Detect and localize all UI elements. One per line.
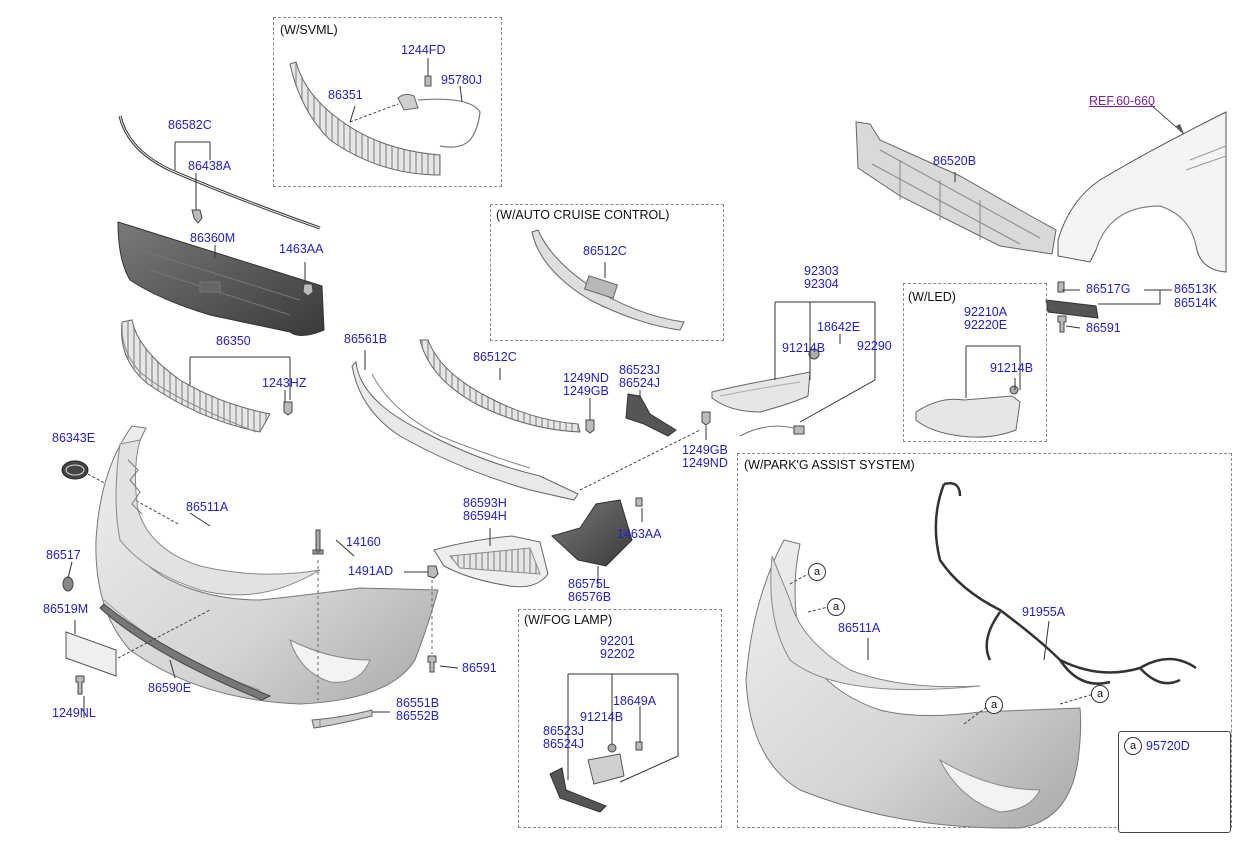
part-86350[interactable]: 86350	[216, 334, 251, 348]
svml-grille-drawing	[289, 61, 481, 176]
callout-a-2: a	[827, 598, 845, 616]
fog-lamp-bracket-drawing	[549, 767, 607, 813]
emblem-drawing	[61, 460, 89, 480]
part-86520B[interactable]: 86520B	[933, 154, 977, 168]
part-1491AD[interactable]: 1491AD	[348, 564, 394, 578]
fog-lamp-drawing	[587, 753, 625, 785]
auto-cruise-option-label: (W/AUTO CRUISE CONTROL)	[496, 208, 670, 222]
part-86438A[interactable]: 86438A	[188, 159, 232, 173]
part-86517[interactable]: 86517	[46, 548, 81, 562]
part-1249NL[interactable]: 1249NL	[52, 706, 96, 720]
part-86590E[interactable]: 86590E	[148, 681, 192, 695]
energy-absorber-drawing	[855, 121, 1057, 255]
part-92304[interactable]: 92304	[804, 277, 839, 291]
part-1249ND-b[interactable]: 1249ND	[682, 456, 728, 470]
part-86514K[interactable]: 86514K	[1174, 296, 1218, 310]
fog-bracket-drawing	[551, 499, 633, 567]
part-95720D[interactable]: 95720D	[1146, 739, 1190, 753]
fog-lamp-option-label: (W/FOG LAMP)	[524, 613, 613, 627]
park-assist-bumper-drawing	[745, 539, 1082, 829]
part-1249GB[interactable]: 1249GB	[563, 384, 609, 398]
part-86591[interactable]: 86591	[462, 661, 497, 675]
part-92303[interactable]: 92303	[804, 264, 839, 278]
auto-cruise-option-box	[490, 204, 724, 341]
part-86524J[interactable]: 86524J	[619, 376, 661, 390]
fog-lamp-option-box	[518, 609, 722, 828]
part-86575L[interactable]: 86575L	[568, 577, 610, 591]
part-1244FD[interactable]: 1244FD	[401, 43, 446, 57]
part-86519M[interactable]: 86519M	[43, 602, 89, 616]
wiring-harness-drawing	[934, 482, 1197, 685]
part-86511A[interactable]: 86511A	[186, 500, 229, 514]
legend-callout-a: a	[1124, 737, 1142, 755]
park-assist-option-label: (W/PARK'G ASSIST SYSTEM)	[744, 458, 915, 472]
part-91214B-fog[interactable]: 91214B	[580, 710, 624, 724]
part-91214B[interactable]: 91214B	[782, 341, 826, 355]
part-1243HZ[interactable]: 1243HZ	[262, 376, 307, 390]
part-86513K[interactable]: 86513K	[1174, 282, 1218, 296]
part-86582C[interactable]: 86582C	[168, 118, 212, 132]
part-92202[interactable]: 92202	[600, 647, 635, 661]
part-86594H[interactable]: 86594H	[463, 509, 507, 523]
part-14160[interactable]: 14160	[346, 535, 381, 549]
part-95780J[interactable]: 95780J	[441, 73, 483, 87]
skid-plate-drawing	[99, 603, 272, 701]
part-1249ND[interactable]: 1249ND	[563, 371, 609, 385]
part-86593H[interactable]: 86593H	[463, 496, 507, 510]
part-86524J-fog[interactable]: 86524J	[543, 737, 585, 751]
park-assist-option-box	[737, 453, 1232, 828]
part-86512C-cruise[interactable]: 86512C	[583, 244, 627, 258]
part-86511A-park[interactable]: 86511A	[838, 621, 881, 635]
radiator-cover-drawing	[117, 221, 325, 336]
part-86523J[interactable]: 86523J	[619, 363, 661, 377]
part-92290[interactable]: 92290	[857, 339, 892, 353]
drl-lamp-drawing	[711, 371, 811, 413]
license-bracket-drawing	[65, 631, 117, 677]
part-18649A[interactable]: 18649A	[613, 694, 657, 708]
part-1463AA-mid[interactable]: 1463AA	[617, 527, 662, 541]
part-86576B[interactable]: 86576B	[568, 590, 612, 604]
part-86343E[interactable]: 86343E	[52, 431, 96, 445]
front-bumper-drawing	[95, 425, 439, 705]
part-91214B-led[interactable]: 91214B	[990, 361, 1034, 375]
fender-drawing	[1057, 111, 1227, 273]
part-86523J-fog[interactable]: 86523J	[543, 724, 585, 738]
part-86360M[interactable]: 86360M	[190, 231, 236, 245]
grille-drawing	[121, 319, 271, 433]
svml-option-label: (W/SVML)	[280, 23, 338, 37]
cruise-grille-drawing	[531, 229, 685, 331]
part-86351[interactable]: 86351	[328, 88, 363, 102]
callout-a-4: a	[1091, 685, 1109, 703]
part-86561B[interactable]: 86561B	[344, 332, 388, 346]
part-92210A[interactable]: 92210A	[964, 305, 1008, 319]
part-92220E[interactable]: 92220E	[964, 318, 1008, 332]
part-86551B[interactable]: 86551B	[396, 696, 440, 710]
part-86517G[interactable]: 86517G	[1086, 282, 1131, 296]
reference-link[interactable]: REF.60-660	[1089, 94, 1156, 108]
part-86591-right[interactable]: 86591	[1086, 321, 1121, 335]
grille-frame-drawing	[351, 360, 579, 501]
led-option-label: (W/LED)	[908, 290, 956, 304]
part-86512C[interactable]: 86512C	[473, 350, 517, 364]
callout-a-3: a	[985, 696, 1003, 714]
part-86552B[interactable]: 86552B	[396, 709, 440, 723]
part-18642E[interactable]: 18642E	[817, 320, 861, 334]
led-lamp-drawing	[915, 395, 1021, 438]
part-1249GB-b[interactable]: 1249GB	[682, 443, 728, 457]
part-92201[interactable]: 92201	[600, 634, 635, 648]
led-option-box	[903, 283, 1047, 442]
part-1463AA-top[interactable]: 1463AA	[279, 242, 324, 256]
callout-a-1: a	[808, 563, 826, 581]
svml-option-box	[273, 17, 502, 187]
part-91955A[interactable]: 91955A	[1022, 605, 1066, 619]
